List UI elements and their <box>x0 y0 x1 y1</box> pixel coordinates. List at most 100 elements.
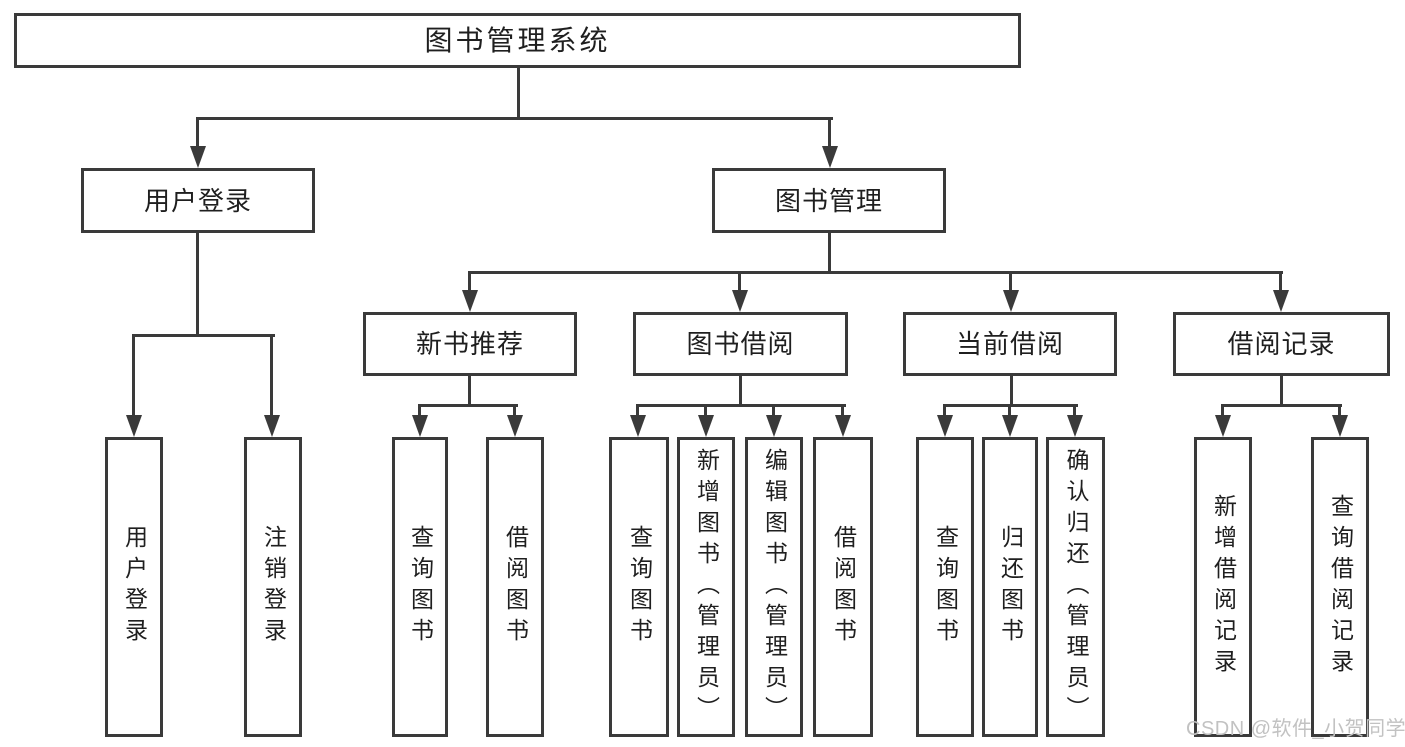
leaf-add-borrow-record: 新增借阅记录 <box>1194 437 1252 737</box>
arrow-leaf <box>936 404 954 437</box>
arrow-stem <box>1221 404 1224 417</box>
leaf-add-books-admin: 新增图书（管理员） <box>677 437 735 737</box>
node-label: 新书推荐 <box>415 329 524 359</box>
arrow-head-icon <box>412 415 428 437</box>
arrow-stem <box>1338 404 1341 417</box>
leaf-label: 编辑图书（管理员） <box>761 447 788 727</box>
node-library-management-system: 图书管理系统 <box>14 13 1021 68</box>
node-label: 图书管理 <box>774 185 883 216</box>
arrow-head-icon <box>190 146 206 168</box>
arrow-head-icon <box>835 415 851 437</box>
arrow-leaf <box>1001 404 1019 437</box>
leaf-query-borrow-record: 查询借阅记录 <box>1311 437 1369 737</box>
arrow-head-icon <box>462 290 478 312</box>
arrow-stem <box>1008 404 1011 417</box>
leaf-borrow-books-recommend: 借阅图书 <box>486 437 544 737</box>
arrow-head-icon <box>766 415 782 437</box>
node-label: 用户登录 <box>143 185 252 216</box>
leaf-label: 查询图书 <box>932 525 959 649</box>
connector-book-management-stem <box>828 231 831 274</box>
leaf-query-books-borrowing: 查询图书 <box>609 437 669 737</box>
node-new-book-recommend: 新书推荐 <box>363 312 577 376</box>
arrow-leaf <box>1066 404 1084 437</box>
node-book-borrowing: 图书借阅 <box>633 312 848 376</box>
connector-user-login-rail <box>133 334 275 337</box>
arrow-stem <box>704 404 707 417</box>
connector-current-borrowing-rail <box>944 404 1078 407</box>
arrow-stem <box>1073 404 1076 417</box>
node-label: 图书管理系统 <box>424 24 611 56</box>
arrow-stem <box>196 117 199 148</box>
node-user-login: 用户登录 <box>81 168 315 233</box>
leaf-query-books-recommend: 查询图书 <box>392 437 448 737</box>
connector-root-stem <box>517 66 520 119</box>
connector-book-borrowing-stem <box>739 374 742 406</box>
leaf-label: 借阅图书 <box>830 525 857 649</box>
leaf-label: 查询图书 <box>626 525 653 649</box>
arrow-head-icon <box>698 415 714 437</box>
arrow-leaf <box>629 404 647 437</box>
leaf-confirm-return-admin: 确认归还（管理员） <box>1046 437 1105 737</box>
connector-book-management-rail <box>469 271 1283 274</box>
arrow-stem <box>132 334 135 417</box>
node-borrowing-records: 借阅记录 <box>1173 312 1390 376</box>
connector-current-borrowing-stem <box>1010 374 1013 406</box>
leaf-borrow-books: 借阅图书 <box>813 437 873 737</box>
connector-user-login-stem <box>196 231 199 337</box>
arrow-to-current-borrowing <box>1002 271 1020 312</box>
arrow-leaf <box>506 404 524 437</box>
leaf-edit-books-admin: 编辑图书（管理员） <box>745 437 803 737</box>
arrow-head-icon <box>264 415 280 437</box>
leaf-label: 注销登录 <box>260 525 287 649</box>
arrow-to-leaf-user-login <box>125 334 143 437</box>
arrow-stem <box>841 404 844 417</box>
arrow-to-user-login <box>189 117 207 168</box>
node-label: 当前借阅 <box>955 329 1064 359</box>
arrow-to-new-book-recommend <box>461 271 479 312</box>
connector-book-borrowing-rail <box>637 404 846 407</box>
arrow-to-book-management <box>821 117 839 168</box>
arrow-head-icon <box>126 415 142 437</box>
arrow-stem <box>828 117 831 148</box>
arrow-stem <box>468 271 471 292</box>
arrow-head-icon <box>507 415 523 437</box>
leaf-return-books: 归还图书 <box>982 437 1038 737</box>
arrow-stem <box>636 404 639 417</box>
node-book-management: 图书管理 <box>712 168 946 233</box>
arrow-head-icon <box>1273 290 1289 312</box>
leaf-label: 查询借阅记录 <box>1327 494 1354 680</box>
arrow-head-icon <box>1002 415 1018 437</box>
arrow-stem <box>738 271 741 292</box>
arrow-to-borrowing-records <box>1272 271 1290 312</box>
arrow-to-leaf-logout <box>263 334 281 437</box>
arrow-stem <box>1279 271 1282 292</box>
arrow-leaf <box>1331 404 1349 437</box>
arrow-stem <box>772 404 775 417</box>
leaf-label: 确认归还（管理员） <box>1063 447 1089 727</box>
arrow-stem <box>513 404 516 417</box>
arrow-leaf <box>834 404 852 437</box>
arrow-stem <box>418 404 421 417</box>
arrow-head-icon <box>822 146 838 168</box>
arrow-head-icon <box>732 290 748 312</box>
connector-new-book-stem <box>468 374 471 406</box>
arrow-head-icon <box>937 415 953 437</box>
csdn-watermark: CSDN @软件_小贺同学 <box>1186 718 1405 740</box>
arrow-to-book-borrowing <box>731 271 749 312</box>
leaf-label: 归还图书 <box>997 525 1024 649</box>
leaf-label: 新增图书（管理员） <box>693 447 720 727</box>
arrow-stem <box>1009 271 1012 292</box>
arrow-head-icon <box>1332 415 1348 437</box>
arrow-head-icon <box>1215 415 1231 437</box>
node-label: 借阅记录 <box>1227 329 1336 359</box>
arrow-leaf <box>765 404 783 437</box>
arrow-stem <box>270 334 273 417</box>
connector-new-book-rail <box>419 404 518 407</box>
leaf-label: 借阅图书 <box>502 525 529 649</box>
leaf-label: 用户登录 <box>121 525 148 649</box>
leaf-logout: 注销登录 <box>244 437 302 737</box>
leaf-label: 新增借阅记录 <box>1210 494 1237 680</box>
arrow-stem <box>943 404 946 417</box>
arrow-head-icon <box>1003 290 1019 312</box>
